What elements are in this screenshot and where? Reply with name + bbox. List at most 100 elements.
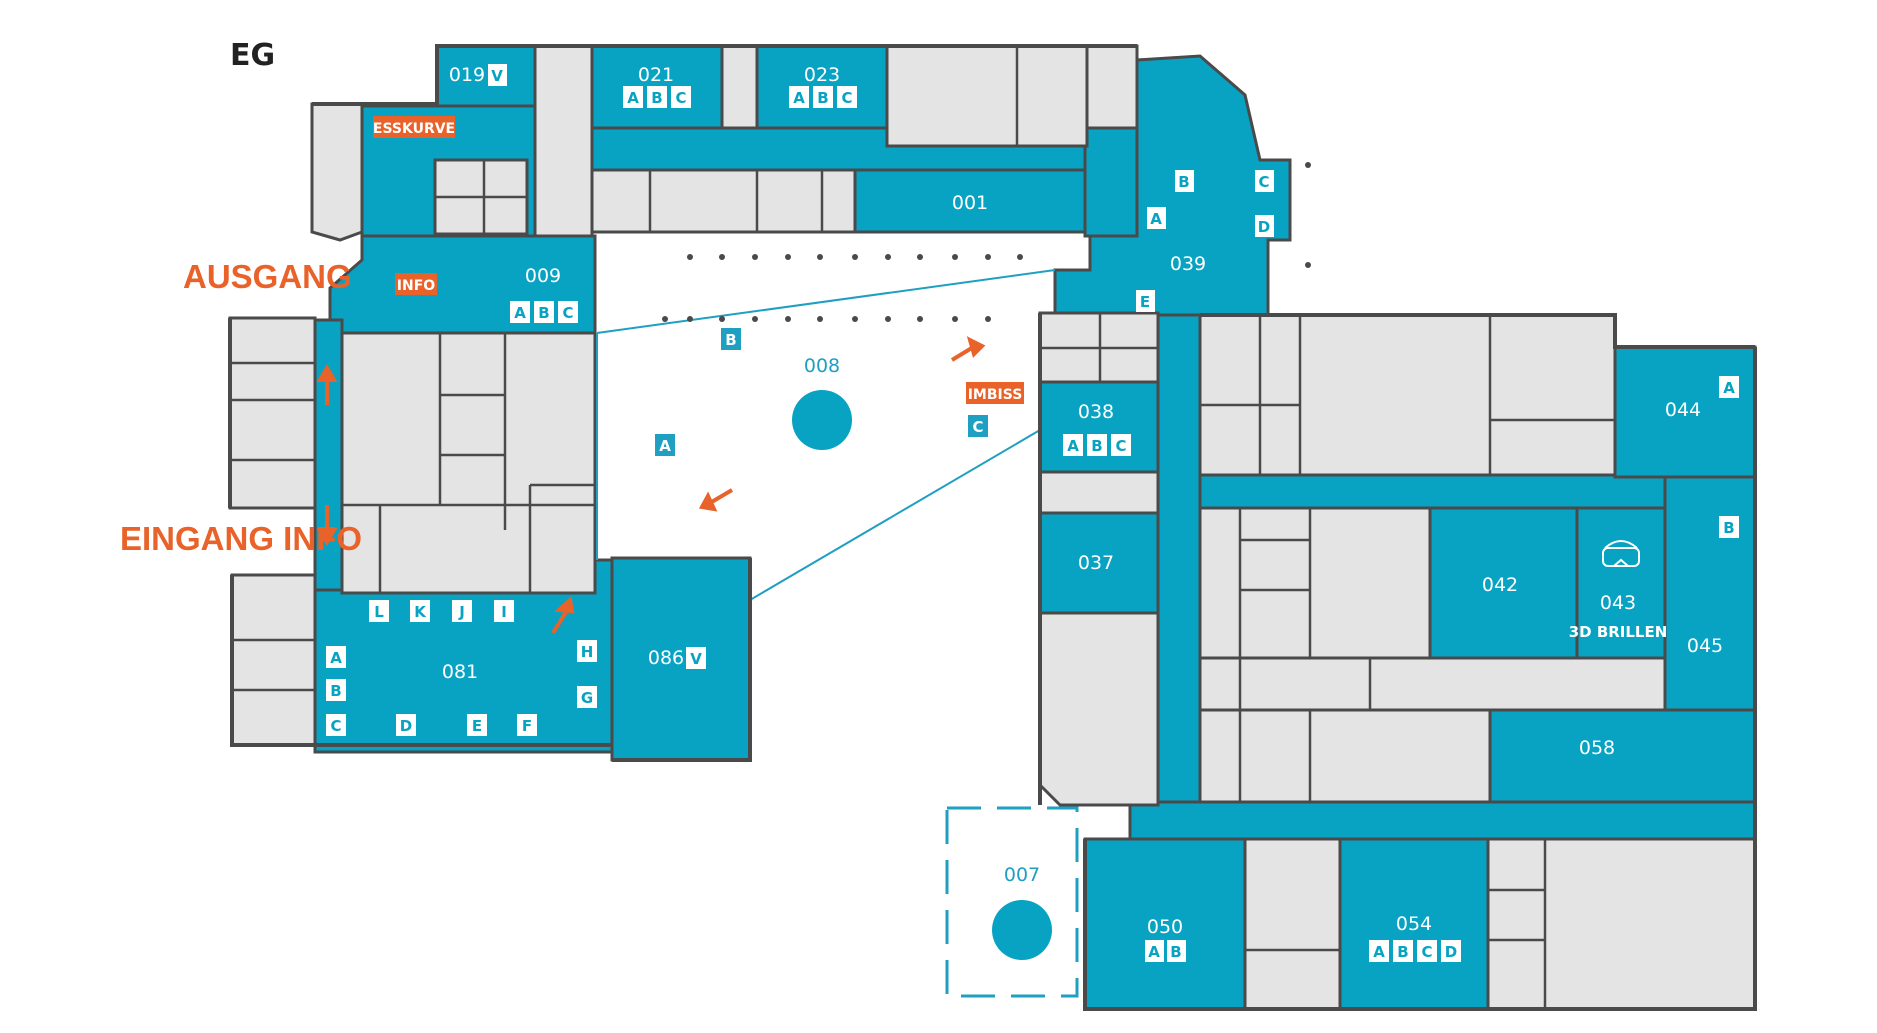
room-039-badge-a[interactable]: A: [1147, 207, 1166, 229]
exit-label: AUSGANG: [183, 258, 352, 295]
room-039-badge-d[interactable]: D: [1255, 215, 1274, 237]
badge-text: G: [581, 689, 593, 707]
room-021-badge-a[interactable]: A: [623, 86, 643, 108]
room-037-area[interactable]: [1038, 511, 1160, 615]
room-081-badge-b[interactable]: B: [326, 679, 346, 701]
room-054-badge-a[interactable]: A: [1369, 940, 1389, 962]
room-023-number: 023: [804, 64, 840, 86]
badge-text: C: [562, 304, 573, 322]
room-grey: [1198, 506, 1432, 660]
area-007-number: 007: [1004, 864, 1040, 886]
courtyard-number: 008: [804, 355, 840, 377]
room-021-badge-b[interactable]: B: [647, 86, 667, 108]
room-081-badge-l[interactable]: L: [369, 600, 389, 622]
imbiss-tag-text: IMBISS: [968, 387, 1023, 403]
room-039-badge-b[interactable]: B: [1175, 170, 1194, 192]
room-054-badge-c[interactable]: C: [1417, 940, 1437, 962]
badge-text: A: [1373, 943, 1385, 961]
badge-text: V: [690, 650, 702, 668]
room-038-number: 038: [1078, 401, 1114, 423]
courtyard-008: 008: [596, 162, 1311, 601]
room-009-badge-c[interactable]: C: [558, 301, 578, 323]
room-038-badge-a[interactable]: A: [1063, 434, 1083, 456]
badge-text: C: [1258, 173, 1269, 191]
courtyard-badge-c[interactable]: C: [968, 415, 988, 437]
room-081-badge-d[interactable]: D: [396, 714, 416, 736]
vr-headset-icon: [1602, 540, 1640, 567]
room-081-badge-c[interactable]: C: [326, 714, 346, 736]
room-043-area[interactable]: [1575, 506, 1667, 660]
room-043-subtitle: 3D BRILLEN: [1569, 623, 1668, 641]
courtyard-outline: [596, 269, 1056, 601]
room-038-badge-c[interactable]: C: [1111, 434, 1131, 456]
room-081-badge-k[interactable]: K: [410, 600, 430, 622]
room-009-badge-a[interactable]: A: [510, 301, 530, 323]
column-dots: [662, 162, 1311, 322]
room-044-badge-a[interactable]: A: [1719, 376, 1739, 398]
room-042-number: 042: [1482, 574, 1518, 596]
room-039-badge-e[interactable]: E: [1136, 290, 1155, 312]
esskurve-tag[interactable]: ESSKURVE: [373, 116, 455, 138]
badge-text: J: [458, 603, 465, 621]
room-001-number: 001: [952, 192, 988, 214]
badge-text: K: [414, 603, 427, 621]
room-045-number: 045: [1687, 635, 1723, 657]
esskurve-tag-text: ESSKURVE: [373, 121, 455, 137]
east-west-corridor: [1198, 473, 1667, 510]
room-grey: [1198, 313, 1617, 477]
vertical-corridor: [1156, 313, 1202, 807]
badge-text: B: [1170, 943, 1181, 961]
room-081-badge-h[interactable]: H: [577, 640, 597, 662]
room-054-badge-d[interactable]: D: [1441, 940, 1461, 962]
room-081-badge-i[interactable]: I: [494, 600, 514, 622]
badge-text: A: [514, 304, 526, 322]
room-023-badge-c[interactable]: C: [837, 86, 857, 108]
room-086-badge-v[interactable]: V: [686, 647, 706, 669]
badge-text: D: [1258, 218, 1270, 236]
room-grey: [590, 168, 857, 234]
room-039-badge-c[interactable]: C: [1255, 170, 1274, 192]
room-023-badge-a[interactable]: A: [789, 86, 809, 108]
room-054-area[interactable]: [1338, 837, 1490, 1011]
room-086-area[interactable]: [610, 556, 752, 762]
room-grey: [310, 102, 364, 242]
badge-text: A: [1150, 210, 1162, 228]
room-019-badge-v[interactable]: V: [488, 64, 507, 86]
room-grey: [340, 331, 597, 595]
room-grey: [1198, 708, 1492, 804]
room-grey: [1486, 837, 1757, 1011]
room-081-badge-j[interactable]: J: [452, 600, 472, 622]
room-058-area[interactable]: [1488, 708, 1757, 804]
room-grey: [1038, 470, 1160, 515]
room-023-badge-b[interactable]: B: [813, 86, 833, 108]
room-054-badge-b[interactable]: B: [1393, 940, 1413, 962]
room-039-area[interactable]: [1053, 54, 1292, 317]
stairs-top-left: [533, 44, 594, 238]
courtyard-badge-a[interactable]: A: [655, 434, 675, 456]
room-009-number: 009: [525, 265, 561, 287]
badge-text: A: [659, 437, 671, 455]
room-009-badge-b[interactable]: B: [534, 301, 554, 323]
area-007: 007: [945, 806, 1079, 998]
badge-text: A: [793, 89, 805, 107]
badge-text: B: [330, 682, 341, 700]
room-038-badge-b[interactable]: B: [1087, 434, 1107, 456]
room-081-badge-g[interactable]: G: [577, 686, 597, 708]
room-081-badge-e[interactable]: E: [467, 714, 487, 736]
room-050-badge-a[interactable]: A: [1145, 940, 1164, 962]
courtyard-badge-b[interactable]: B: [721, 328, 741, 350]
badge-text: V: [491, 67, 503, 85]
badge-text: B: [1091, 437, 1102, 455]
room-021-badge-c[interactable]: C: [671, 86, 691, 108]
room-050-badge-b[interactable]: B: [1167, 940, 1186, 962]
room-081-badge-f[interactable]: F: [517, 714, 537, 736]
room-045-badge-b[interactable]: B: [1719, 516, 1739, 538]
info-tag[interactable]: INFO: [395, 273, 437, 295]
courtyard-circle-marker: [792, 390, 852, 450]
room-086-number: 086: [648, 647, 684, 669]
room-038-area[interactable]: [1038, 380, 1162, 474]
badge-text: A: [627, 89, 639, 107]
room-081-badge-a[interactable]: A: [326, 646, 346, 668]
imbiss-tag[interactable]: IMBISS: [966, 382, 1024, 404]
